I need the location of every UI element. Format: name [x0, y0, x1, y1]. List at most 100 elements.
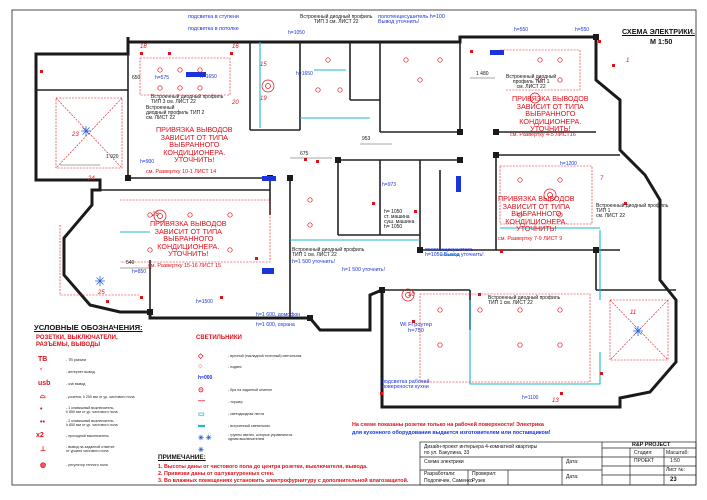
security-label: h=1 600, охрана: [256, 322, 295, 328]
sheet-frame: [11, 9, 697, 486]
legend-symbol: ○: [198, 363, 203, 370]
legend-text: - встроенный светильник: [228, 424, 270, 428]
center-profile: Встроенный диодный профиль ТИП 1 см. ЛИС…: [292, 247, 365, 258]
point-number: 18: [140, 44, 147, 50]
dimension-lines: [60, 77, 495, 269]
date-label-2: Дата:: [566, 474, 579, 480]
kitchen-profile: Встроенный диодный профиль ТИП 1 см. ЛИС…: [488, 295, 561, 306]
legend-symbol: ⌓: [40, 393, 46, 400]
dim-label: 953: [362, 136, 371, 142]
legend-text: - 2 клавишный выключатель, h 850 мм от у…: [66, 419, 118, 427]
dim-label: 1 480: [476, 71, 489, 77]
sheet-title: СХЕМА ЭЛЕКТРИКИ.: [622, 27, 695, 36]
right-warning: ПРИВЯЗКА ВЫВОДОВ ЗАВИСИТ ОТ ТИПА ВЫБРАНН…: [512, 94, 589, 134]
specify-500b-label: h=1 500 уточнить!: [342, 267, 386, 273]
kitchen-light: подсветка рабочей поверхности кухни: [382, 379, 430, 391]
legend-text: - проходной выключатель: [66, 434, 109, 438]
top-profile-label: Встроенный диодный профиль ТИП 3 см. ЛИС…: [300, 14, 373, 25]
legend-text: - группы светил, которые управляются одн…: [228, 433, 293, 441]
checked-label: Проверил:: [472, 471, 497, 477]
dim-label: h=973: [382, 182, 397, 188]
legend-symbol: ••: [40, 419, 45, 426]
point-number: 23: [72, 132, 79, 138]
legend-symbol: ▬: [198, 422, 205, 429]
mid-profile: Встроенный диодный профиль ТИП 1 см. ЛИС…: [596, 203, 669, 219]
sheet-number: 23: [670, 477, 677, 483]
dim-label: h=1500: [196, 299, 213, 305]
legend-symbol: ✳ ✳: [198, 435, 212, 442]
legend-symbol: ʼ: [40, 368, 42, 375]
step-light-label: подсветка в ступени: [188, 14, 239, 20]
legend-text: - светодиодная лента: [228, 412, 264, 416]
stage-value: ПРОЕКТ: [634, 458, 655, 464]
left-profile-3: Встроенный диодный профиль ТИП 3 см. ЛИС…: [151, 94, 224, 105]
point-number: 25: [98, 290, 105, 296]
date-label: Дата:: [566, 459, 579, 465]
outlets: [40, 40, 627, 395]
dim-label: 1 020: [106, 154, 119, 160]
dim-label: 675: [300, 151, 309, 157]
legend-text: - подвес: [228, 365, 242, 369]
dim-label: 540: [126, 260, 135, 266]
legend-symbol: TB: [38, 356, 48, 363]
title-block-lines: [419, 441, 697, 486]
right-ref: см. Развертку 4-5 ЛИСТ16: [510, 132, 576, 138]
sheet-label: Лист №:: [666, 467, 686, 473]
developed-label: Разработали:: [424, 471, 456, 477]
ceiling-light-label: подсветка в потолке: [188, 26, 239, 32]
note-item: 1. Высоты даны от чистового пола до цент…: [158, 464, 368, 470]
legend-symbol: ◍: [40, 462, 47, 469]
project-description: Дизайн-проект интерьера 4-комнатной квар…: [424, 444, 538, 456]
developed-names: Подопечин, Саменко: [424, 478, 473, 484]
point-number: 19: [260, 96, 267, 102]
dim-label: h=550: [575, 27, 590, 33]
doorphone-label: h=1 600, домофон: [256, 312, 301, 318]
dim-label: h=1100: [522, 395, 539, 401]
sheet-name: Схема электрики: [424, 459, 464, 465]
sheet-scale: М 1:50: [650, 37, 673, 46]
checked-name: Рузек: [472, 478, 486, 484]
dim-label: h=1050: [288, 30, 305, 36]
legend-symbol: h=000: [198, 375, 213, 381]
legend-symbol: ⊥: [40, 446, 47, 453]
legend-symbol: —: [198, 398, 205, 405]
dim-label: h=850: [132, 269, 147, 275]
point-number: 15: [260, 62, 267, 68]
specify-500-label: h=1 500 уточнить!: [292, 259, 336, 265]
legend-col1-title: РОЗЕТКИ, ВЫКЛЮЧАТЕЛИ, РАЗЪЕМЫ, ВЫВОДЫ: [36, 335, 118, 348]
dim-label: h=1650: [296, 71, 313, 77]
legend-text: - бра на заданной отметке: [228, 388, 273, 392]
wash-machine: h= 1050 ст. машина суш. машина h= 1050: [384, 209, 415, 230]
dim-label: h=900: [140, 159, 155, 165]
point-number: 7: [600, 176, 604, 182]
dim-label: h=575: [155, 75, 170, 81]
legend-text: - торшер: [228, 400, 243, 404]
left-warning: ПРИВЯЗКА ВЫВОДОВ ЗАВИСИТ ОТ ТИПА ВЫБРАНН…: [156, 125, 233, 165]
left-profile-2: Встроенный диодный профиль ТИП 2 см. ЛИС…: [146, 105, 205, 121]
stage-label: Стадия:: [634, 450, 653, 456]
inner-walls: [36, 42, 676, 330]
mid-warning: ПРИВЯЗКА ВЫВОДОВ ЗАВИСИТ ОТ ТИПА ВЫБРАНН…: [498, 194, 575, 234]
dim-label: 650: [132, 75, 141, 81]
left-ref: см. Развертку 10-1 ЛИСТ 14: [146, 169, 217, 175]
kitchen-note-blue: для кухонного оборудования выдается изго…: [352, 430, 551, 436]
ac-units: [186, 50, 504, 274]
legend-text: - регулятор теплого пола: [66, 463, 108, 467]
dim-label: h=1200: [560, 161, 577, 167]
legend-symbol: ⊙: [198, 387, 204, 394]
legend-symbol: x2: [36, 432, 44, 439]
spotlights: [147, 57, 563, 348]
point-number: 26: [152, 212, 159, 218]
legend-symbol: usb: [38, 380, 51, 387]
company-name: R&P PROJECT: [632, 442, 671, 448]
legend-symbol: •: [40, 406, 43, 413]
legend-text: - розетка, h 250 мм от ур. чистового пол…: [66, 395, 135, 399]
kitchen-note-red: На схеме показаны розетки только на рабо…: [352, 422, 544, 428]
bottom-left-warning: ПРИВЯЗКА ВЫВОДОВ ЗАВИСИТ ОТ ТИПА ВЫБРАНН…: [150, 219, 227, 259]
mid-ref: см. Развертку 7-9 ЛИСТ 9: [498, 236, 563, 242]
point-number: 13: [552, 398, 559, 404]
center-towel: полотенцесушитель h=1050 Вывод уточнить!: [425, 247, 484, 259]
outer-walls: [34, 35, 678, 409]
led-profiles: [120, 42, 601, 385]
